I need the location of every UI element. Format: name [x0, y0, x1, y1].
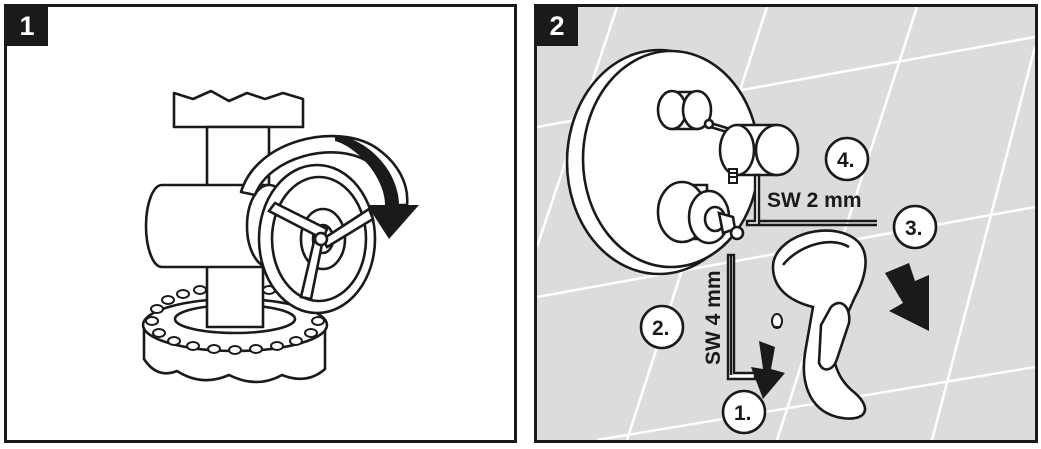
step-label-3: 3. — [905, 217, 923, 240]
arrow-pull-right-icon — [885, 263, 929, 331]
hex-key-2mm-label: SW 2 mm — [767, 189, 862, 212]
step-label-2: 2. — [652, 317, 670, 340]
valve-body — [144, 183, 271, 269]
panel-number-2: 2 — [537, 7, 578, 46]
valve-illustration — [141, 89, 419, 384]
handle-screw — [771, 313, 783, 329]
broken-pipe-top — [172, 89, 305, 129]
panel-number-1: 1 — [7, 7, 48, 46]
upper-cartridge — [656, 89, 738, 137]
hex-key-4mm — [726, 253, 757, 381]
step-label-1: 1. — [734, 402, 752, 425]
removed-cap — [718, 123, 800, 177]
step-label-4: 4. — [837, 149, 855, 172]
hex-key-4mm-label: SW 4 mm — [702, 270, 725, 365]
mixer-illustration: 4. 3. 2. 1. SW 2 mm SW 4 mm — [537, 7, 1035, 440]
hand-wheel — [257, 163, 377, 315]
panel-1: 1 — [4, 4, 517, 443]
lower-cartridge — [656, 180, 745, 245]
hex-key-2mm — [745, 173, 877, 227]
step-circles — [639, 136, 938, 435]
grub-screw — [728, 168, 738, 184]
arrow-pull-down-icon — [751, 341, 785, 399]
rotation-arrow — [239, 134, 419, 239]
valve-lower-stem — [205, 263, 265, 329]
handle — [771, 229, 867, 420]
panel-2: 2 — [534, 4, 1038, 443]
